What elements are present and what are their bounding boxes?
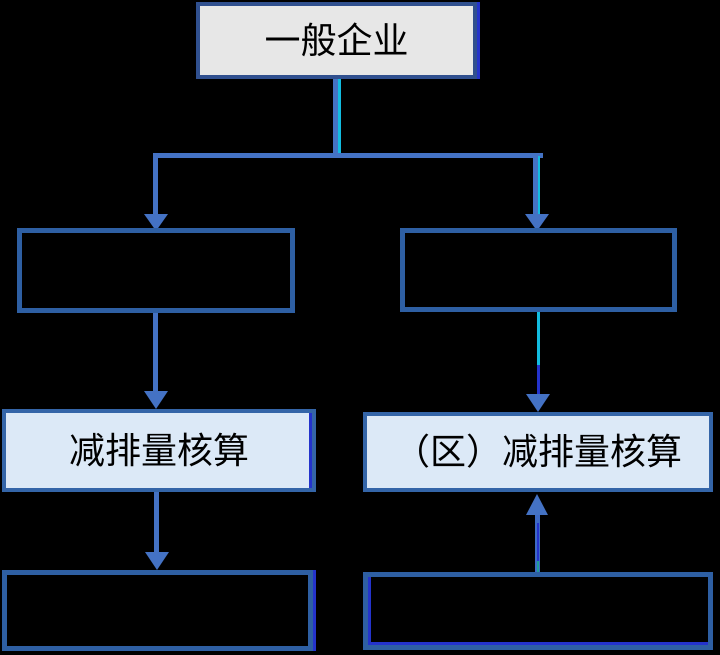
branch-right-line <box>533 156 538 216</box>
connector-left-bottom-line <box>154 492 159 553</box>
connector-right-mid-line-royal <box>537 365 540 394</box>
down-arrowhead <box>525 214 549 231</box>
result-left-box <box>2 570 313 651</box>
result-right-box <box>363 572 713 650</box>
up-arrow-teal-segment <box>537 561 539 572</box>
branch-horizontal-line <box>153 153 543 158</box>
down-arrowhead <box>144 214 168 231</box>
connector-right-mid-line-cyan <box>537 312 540 365</box>
down-arrowhead <box>526 394 550 412</box>
accounting-right-label: （区）减排量核算 <box>393 431 682 472</box>
down-arrowhead <box>144 391 168 409</box>
branch-left-box <box>17 228 295 313</box>
up-arrowhead <box>526 494 548 515</box>
root-label: 一般企业 <box>264 19 409 61</box>
accounting-left-box: 减排量核算 <box>2 409 316 492</box>
trunk-line-cyan <box>338 79 341 153</box>
accounting-right-box: （区）减排量核算 <box>363 412 713 492</box>
root-box: 一般企业 <box>196 2 477 79</box>
down-arrowhead <box>145 552 169 570</box>
branch-right-box <box>400 228 677 312</box>
trunk-line <box>333 79 338 155</box>
connector-left-mid-line <box>153 313 158 393</box>
accounting-left-label: 减排量核算 <box>68 429 249 471</box>
up-arrow-core-line <box>537 523 539 561</box>
branch-right-line-cyan <box>538 156 540 214</box>
branch-left-line <box>153 156 158 216</box>
